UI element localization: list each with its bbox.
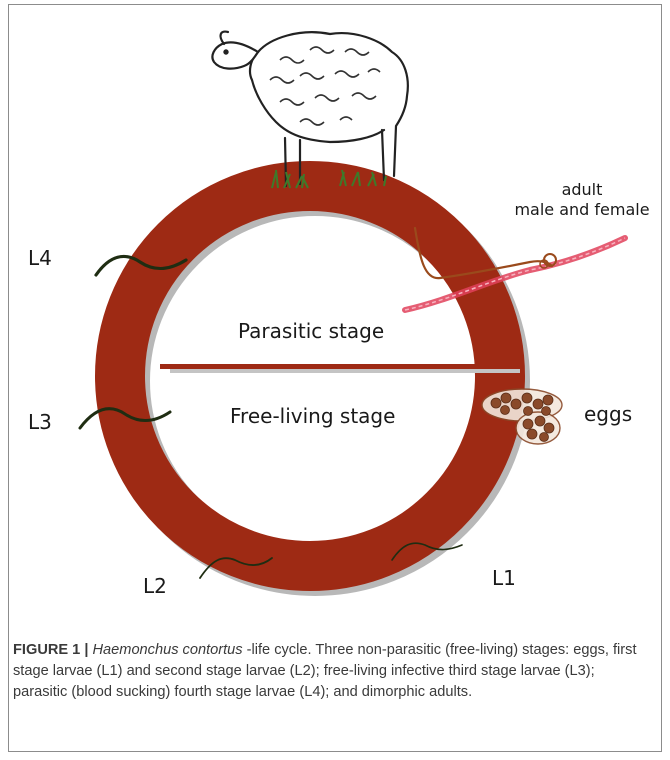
- figure-caption: FIGURE 1 | Haemonchus contortus -life cy…: [13, 640, 653, 703]
- adult-label-line1: adult: [512, 180, 652, 200]
- label-l1: L1: [492, 566, 516, 590]
- adult-label-line2: male and female: [512, 200, 652, 220]
- figure-number: FIGURE 1 |: [13, 642, 88, 658]
- label-free-living-stage: Free-living stage: [230, 404, 395, 428]
- adult-label: adult male and female: [512, 180, 652, 220]
- sheep-wool-pattern: [270, 47, 380, 125]
- stage-divider: [160, 364, 520, 369]
- label-parasitic-stage: Parasitic stage: [238, 319, 384, 343]
- label-l2: L2: [143, 574, 167, 598]
- life-cycle-diagram: [0, 0, 670, 630]
- species-name: Haemonchus contortus: [93, 642, 243, 658]
- label-eggs: eggs: [584, 402, 632, 426]
- label-l4: L4: [28, 246, 52, 270]
- life-cycle-ring: [120, 186, 500, 566]
- label-l3: L3: [28, 410, 52, 434]
